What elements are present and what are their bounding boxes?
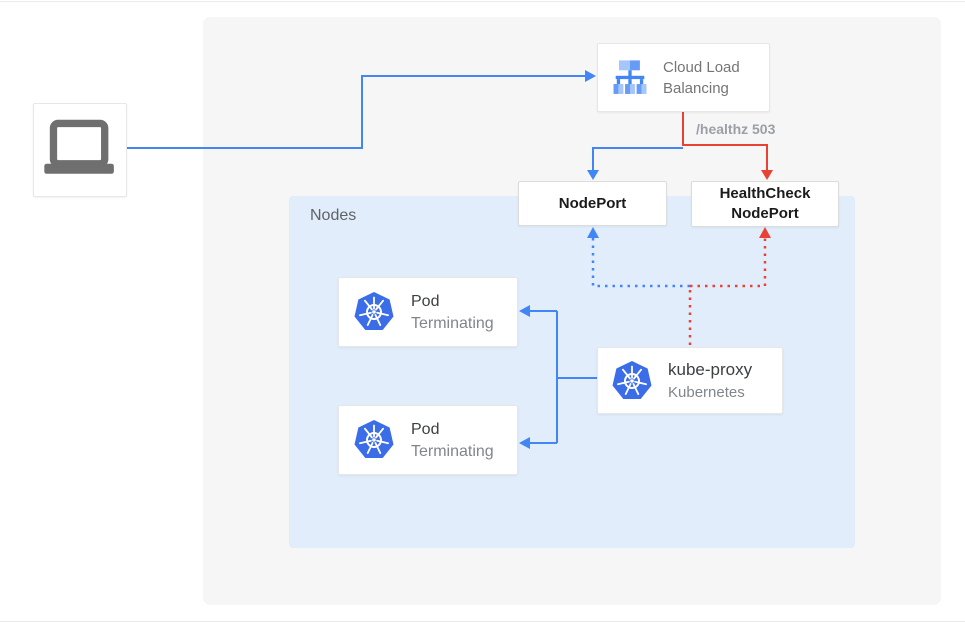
kube-proxy-title: kube-proxy	[668, 360, 753, 379]
kube-proxy-node: kube-proxy Kubernetes	[597, 347, 783, 414]
healthcheck-nodeport-node: HealthCheck NodePort	[691, 181, 839, 227]
nodes-panel-label: Nodes	[310, 207, 357, 224]
cloud-load-balancing-node: Cloud Load Balancing	[597, 43, 770, 112]
pod-title: Pod	[411, 420, 440, 438]
pod-status: Terminating	[411, 314, 494, 332]
top-border-line	[0, 1, 965, 2]
healthz-status-label: /healthz 503	[696, 121, 776, 137]
pod-title: Pod	[411, 292, 440, 310]
load-balancer-icon	[613, 59, 647, 94]
nodeport-label: NodePort	[558, 194, 627, 212]
pod-node-2: Pod Terminating	[338, 405, 518, 475]
bottom-border-line	[0, 621, 965, 622]
nodeport-node: NodePort	[518, 181, 667, 226]
client-node	[33, 103, 127, 197]
kubernetes-icon	[353, 419, 395, 459]
healthcheck-nodeport-label: HealthCheck NodePort	[719, 185, 811, 222]
laptop-icon	[44, 119, 114, 174]
cloud-load-balancing-label: Cloud Load Balancing	[663, 58, 740, 97]
kube-proxy-subtitle: Kubernetes	[668, 384, 745, 401]
kubernetes-icon	[353, 291, 395, 331]
kubernetes-icon	[611, 359, 653, 400]
pod-status: Terminating	[411, 442, 494, 460]
pod-node-1: Pod Terminating	[338, 277, 518, 347]
